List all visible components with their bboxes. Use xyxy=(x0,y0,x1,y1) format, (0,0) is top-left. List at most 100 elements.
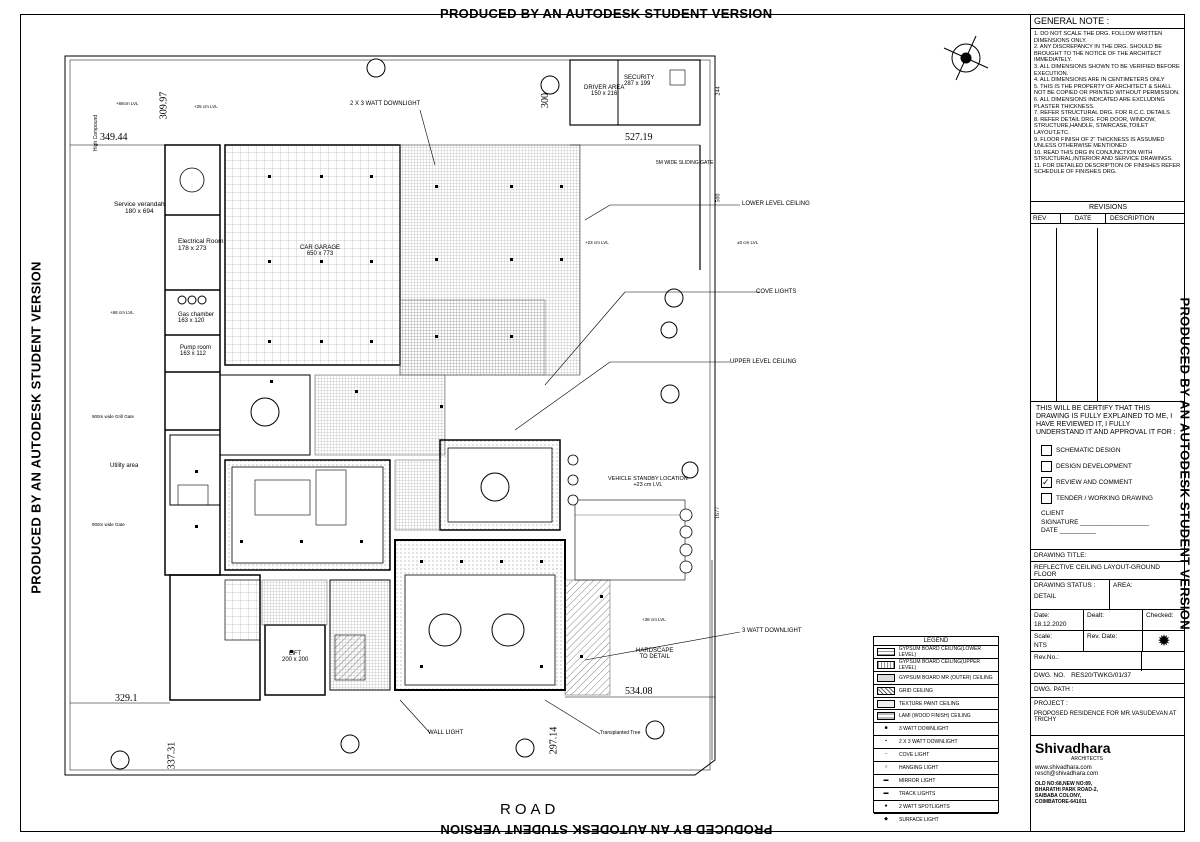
date-value: 18.12.2020 xyxy=(1034,621,1067,628)
firm-web[interactable]: www.shivadhara.com xyxy=(1035,765,1092,771)
note-cove-lights: COVE LIGHTS xyxy=(756,289,797,295)
meta-grid: Date:18.12.2020 Dealt: Checked: Scale:NT… xyxy=(1031,610,1185,671)
legend-item: GYPSUM BOARD MR (OUTER) CEILING xyxy=(874,672,998,685)
firm-info: Shivadhara ARCHITECTS www.shivadhara.com… xyxy=(1031,736,1185,832)
legend-item: ■3 WATT DOWNLIGHT xyxy=(874,723,998,737)
level-1: +68cm LVL xyxy=(116,101,139,106)
legend-item: ●2 WATT SPOTLIGHTS xyxy=(874,801,998,814)
legend-item: ▬MIRROR LIGHT xyxy=(874,775,998,788)
legend-item: ▪2 X 3 WATT DOWNLIGHT xyxy=(874,736,998,750)
dim-8: 329.1 xyxy=(115,693,138,704)
level-3: +23 cm LVL xyxy=(585,240,609,245)
downlights xyxy=(195,175,603,668)
firm-tag: ARCHITECTS xyxy=(1071,756,1103,762)
legend-item: ▬TRACK LIGHTS xyxy=(874,788,998,801)
checkbox-design-development[interactable]: DESIGN DEVELOPMENT xyxy=(1041,461,1185,472)
legend: LEGEND GYPSUM BOARD CEILING(LOWER LEVEL)… xyxy=(873,636,999,823)
dim-4: 527.19 xyxy=(625,132,653,143)
checkbox-review-comment[interactable]: ✓REVIEW AND COMMENT xyxy=(1041,477,1133,488)
legend-item: LAMI (WOOD FINISH) CEILING xyxy=(874,710,998,724)
sheet-border xyxy=(20,14,1185,832)
dim-3: 300 xyxy=(540,93,551,108)
floor-plan xyxy=(64,35,989,776)
road-label: ROAD xyxy=(500,801,560,818)
trees xyxy=(110,58,699,770)
note-high-compound: High Compound xyxy=(93,114,100,152)
project-value: PROPOSED RESIDENCE FOR MR.VASUDEVAN AT T… xyxy=(1034,711,1177,723)
legend-item: GYPSUM BOARD CEILING(UPPER LEVEL) xyxy=(874,659,998,672)
certification: THIS WILL BE CERTIFY THAT THIS DRAWING I… xyxy=(1031,402,1185,550)
dwg-no-value: RES20/TWKG/01/37 xyxy=(1071,672,1132,679)
watermark-top: PRODUCED BY AN AUTODESK STUDENT VERSION xyxy=(440,6,773,21)
area-label: AREA: xyxy=(1113,582,1133,589)
note-lower-level-ceiling: LOWER LEVEL CEILING xyxy=(742,201,810,207)
note-transplanted-tree: Transplanted Tree xyxy=(600,730,641,736)
checkbox-tender[interactable]: TENDER / WORKING DRAWING xyxy=(1041,493,1185,504)
compound-wall xyxy=(64,55,716,776)
rev-col-rev: REV xyxy=(1031,214,1061,223)
legend-title: LEGEND xyxy=(874,637,998,646)
client-label: CLIENT xyxy=(1041,510,1065,517)
level-6: +38 cm LVL xyxy=(642,617,666,622)
dim-2: 309.97 xyxy=(158,91,170,120)
checkbox-schematic[interactable]: SCHEMATIC DESIGN xyxy=(1041,445,1185,456)
note-gate: 900m wide Gate xyxy=(92,522,125,527)
certification-text: THIS WILL BE CERTIFY THAT THIS DRAWING I… xyxy=(1036,405,1176,436)
dim-5: 244 xyxy=(715,86,722,96)
rev-col-description: DESCRIPTION xyxy=(1110,215,1155,222)
dim-6: 500 xyxy=(715,193,722,203)
note-2x3-downlight: 2 X 3 WATT DOWNLIGHT xyxy=(350,101,421,107)
general-note: GENERAL NOTE : 1. DO NOT SCALE THE DRG. … xyxy=(1031,14,1185,202)
general-note-title: GENERAL NOTE : xyxy=(1031,14,1185,29)
dwg-no: DWG. NO. RES20/TWKG/01/37 xyxy=(1031,670,1185,684)
firm-logo-icon: ✹ xyxy=(1157,633,1171,650)
dwg-path: DWG. PATH : xyxy=(1031,684,1185,698)
rev-col-date: DATE xyxy=(1061,214,1106,223)
drawing-title: DRAWING TITLE: REFLECTIVE CEILING LAYOUT… xyxy=(1031,550,1185,580)
car-garage-ceiling xyxy=(224,144,401,366)
note-wall-light: WALL LIGHT xyxy=(428,730,464,736)
service-wing xyxy=(164,144,221,576)
drawing-status-value: DETAIL xyxy=(1034,593,1057,600)
level-2: +25 cm LVL xyxy=(194,104,218,109)
legend-item: ┄COVE LIGHT xyxy=(874,749,998,763)
drawing-status: DRAWING STATUS : DETAIL AREA: xyxy=(1031,580,1185,610)
title-block: GENERAL NOTE : 1. DO NOT SCALE THE DRG. … xyxy=(1030,14,1185,832)
dim-11: 297.14 xyxy=(548,726,560,755)
legend-item: GYPSUM BOARD CEILING(LOWER LEVEL) xyxy=(874,646,998,659)
signature-line: SIGNATURE ___________________ xyxy=(1041,519,1149,526)
date-line: DATE __________ xyxy=(1041,527,1096,534)
spotlights xyxy=(567,454,693,574)
legend-item: TEXTURE PAINT CEILING xyxy=(874,698,998,711)
note-3watt-downlight: 3 WATT DOWNLIGHT xyxy=(742,628,802,634)
note-sliding-gate: 5M WIDE SLIDING GATE xyxy=(656,160,714,166)
firm-email[interactable]: resch@shivadhara.com xyxy=(1035,771,1099,777)
north-arrow xyxy=(943,35,989,81)
legend-item: GRID CEILING xyxy=(874,685,998,698)
dim-9: 534.08 xyxy=(625,686,653,697)
revisions-title: REVISIONS xyxy=(1031,202,1185,214)
note-grill-gate: 900m wide Grill Gate xyxy=(92,414,135,419)
security-block xyxy=(569,59,701,126)
legend-item: ○HANGING LIGHT xyxy=(874,762,998,775)
firm-name: Shivadhara xyxy=(1035,740,1111,756)
note-upper-level-ceiling: UPPER LEVEL CEILING xyxy=(730,359,797,365)
level-5: +68 cm LVL xyxy=(110,310,134,315)
room-utility: Utility area xyxy=(110,463,139,469)
room-vehicle-standby: VEHICLE STANDBY LOCATION+23 cm LVL xyxy=(608,476,688,488)
scale-value: NTS xyxy=(1034,642,1047,649)
drawing-title-value: REFLECTIVE CEILING LAYOUT-GROUND FLOOR xyxy=(1031,561,1185,580)
dim-7: 1677 xyxy=(715,507,721,519)
revisions: REVISIONS REV DATE DESCRIPTION xyxy=(1031,202,1185,402)
project: PROJECT : PROPOSED RESIDENCE FOR MR.VASU… xyxy=(1031,698,1185,736)
dim-10: 337.31 xyxy=(166,741,178,770)
